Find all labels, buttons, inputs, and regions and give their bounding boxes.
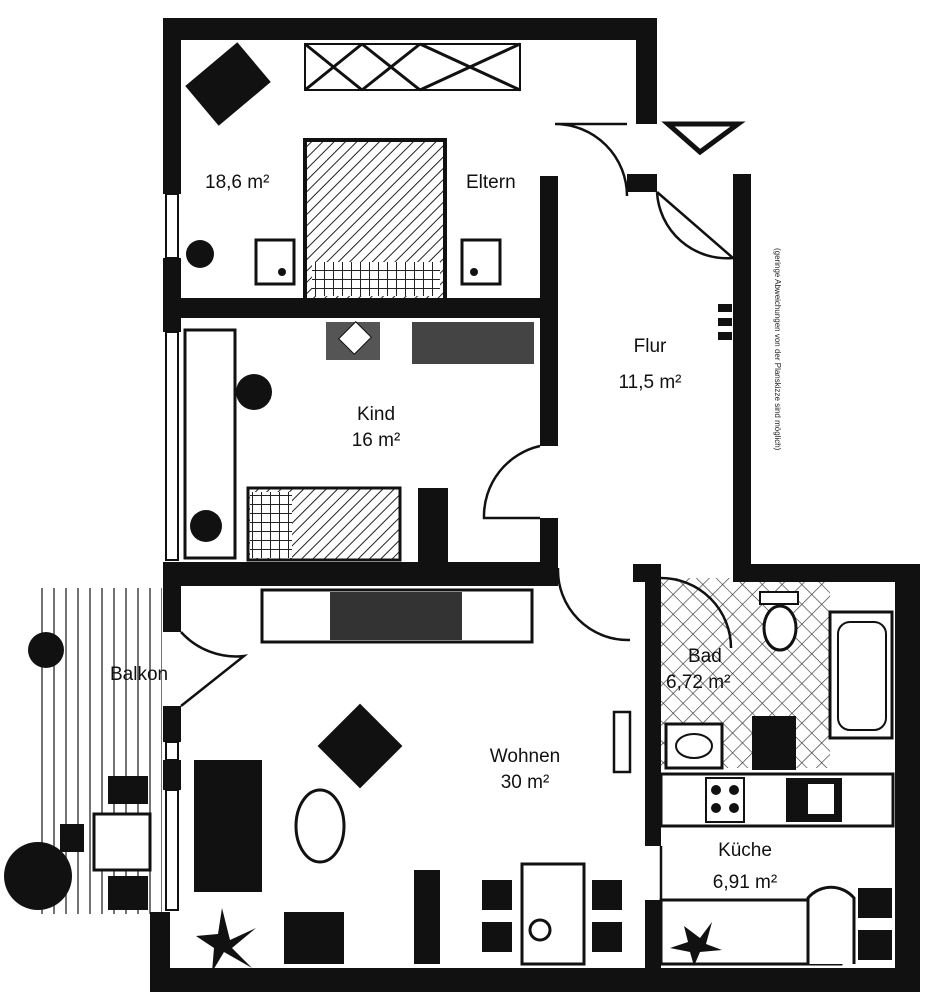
rug	[294, 788, 346, 864]
entrance-arrow-icon	[661, 121, 746, 156]
room-kueche-area: 6,91 m²	[712, 871, 778, 893]
room-bad: Bad 6,72 m²	[666, 644, 730, 695]
room-wohnen-name: Wohnen	[489, 746, 561, 767]
plant-icon	[196, 908, 256, 972]
plant-icon	[186, 240, 214, 268]
plan-disclaimer-note: (geringe Abweichungen von der Planskizze…	[773, 248, 782, 451]
radiator	[718, 304, 732, 340]
room-kueche: Küche 6,91 m²	[690, 838, 800, 895]
room-flur: Flur 11,5 m²	[600, 334, 700, 395]
room-wohnen: Wohnen 30 m²	[470, 744, 580, 795]
sink-icon	[664, 722, 724, 770]
room-bad-name: Bad	[688, 646, 722, 667]
walls	[150, 18, 920, 992]
stove-icon	[705, 777, 745, 823]
room-kind: Kind 16 m²	[336, 402, 416, 453]
windows	[165, 42, 521, 911]
room-bad-area: 6,72 m²	[666, 671, 731, 693]
dining-table	[520, 862, 586, 966]
plant-icon	[670, 922, 722, 966]
bad-fixtures	[664, 591, 894, 770]
room-eltern-name: Eltern	[466, 172, 516, 193]
room-kind-name: Kind	[356, 404, 396, 425]
door-swings	[180, 122, 737, 900]
desk-chair-icon	[236, 374, 272, 410]
room-kind-area: 16 m²	[351, 429, 401, 451]
coffee-table	[317, 703, 403, 789]
plant-icon	[28, 632, 64, 668]
sofa	[194, 760, 262, 892]
kueche-fixtures	[659, 772, 895, 966]
wohnen-furniture	[194, 588, 632, 972]
room-kueche-name: Küche	[718, 840, 772, 861]
room-flur-name: Flur	[633, 336, 667, 357]
plant-icon	[190, 510, 222, 542]
toilet-icon	[762, 604, 798, 652]
plant-icon	[4, 842, 72, 910]
balcony-furniture	[4, 632, 152, 910]
room-balkon-name: Balkon	[110, 664, 169, 685]
kind-furniture	[183, 321, 534, 562]
eltern-furniture	[185, 42, 502, 302]
armchair-icon	[185, 42, 271, 126]
room-flur-area: 11,5 m²	[618, 371, 682, 393]
room-eltern-area: 18,6 m²	[205, 172, 270, 193]
room-wohnen-area: 30 m²	[500, 771, 550, 793]
